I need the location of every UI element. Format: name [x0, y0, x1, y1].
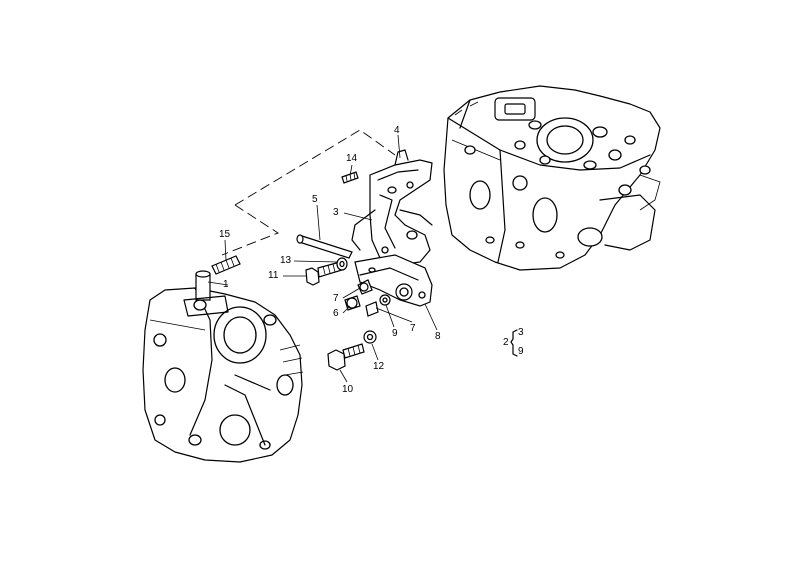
callout-7-upper: 7 — [333, 293, 339, 304]
bolt-part-10 — [327, 343, 365, 371]
engine-block-right — [443, 85, 661, 271]
callout-4: 4 — [394, 125, 400, 136]
shaft-part-5 — [296, 234, 353, 259]
callout-7-lower: 7 — [410, 323, 416, 334]
callout-8: 8 — [435, 331, 441, 342]
pin-part-14 — [341, 171, 359, 184]
gear-housing-left — [142, 270, 304, 463]
screw-part-6 — [344, 295, 361, 311]
callout-13: 13 — [280, 255, 292, 266]
callout-6: 6 — [333, 308, 339, 319]
group-legend-member-3: 3 — [518, 327, 524, 338]
callout-3: 3 — [333, 207, 339, 218]
group-legend-bracket — [510, 329, 518, 357]
spring-part-15 — [211, 255, 241, 275]
bolt-part-11 — [305, 261, 343, 286]
screw-part-7-upper — [357, 279, 373, 295]
callout-1: 1 — [223, 279, 229, 290]
lever-bracket-assembly — [351, 149, 433, 266]
washer-part-13 — [336, 257, 348, 271]
callout-10: 10 — [342, 384, 354, 395]
screw-part-7-lower — [365, 301, 379, 317]
group-legend-member-9: 9 — [518, 346, 524, 357]
leader-lines — [207, 134, 438, 383]
washer-part-12 — [363, 330, 377, 344]
callout-14: 14 — [346, 153, 358, 164]
callout-11: 11 — [268, 270, 279, 281]
callout-12: 12 — [373, 361, 385, 372]
callout-5: 5 — [312, 194, 318, 205]
callout-9: 9 — [392, 328, 398, 339]
washer-part-9 — [379, 294, 391, 306]
callout-15: 15 — [219, 229, 231, 240]
group-legend-main: 2 — [503, 337, 509, 348]
